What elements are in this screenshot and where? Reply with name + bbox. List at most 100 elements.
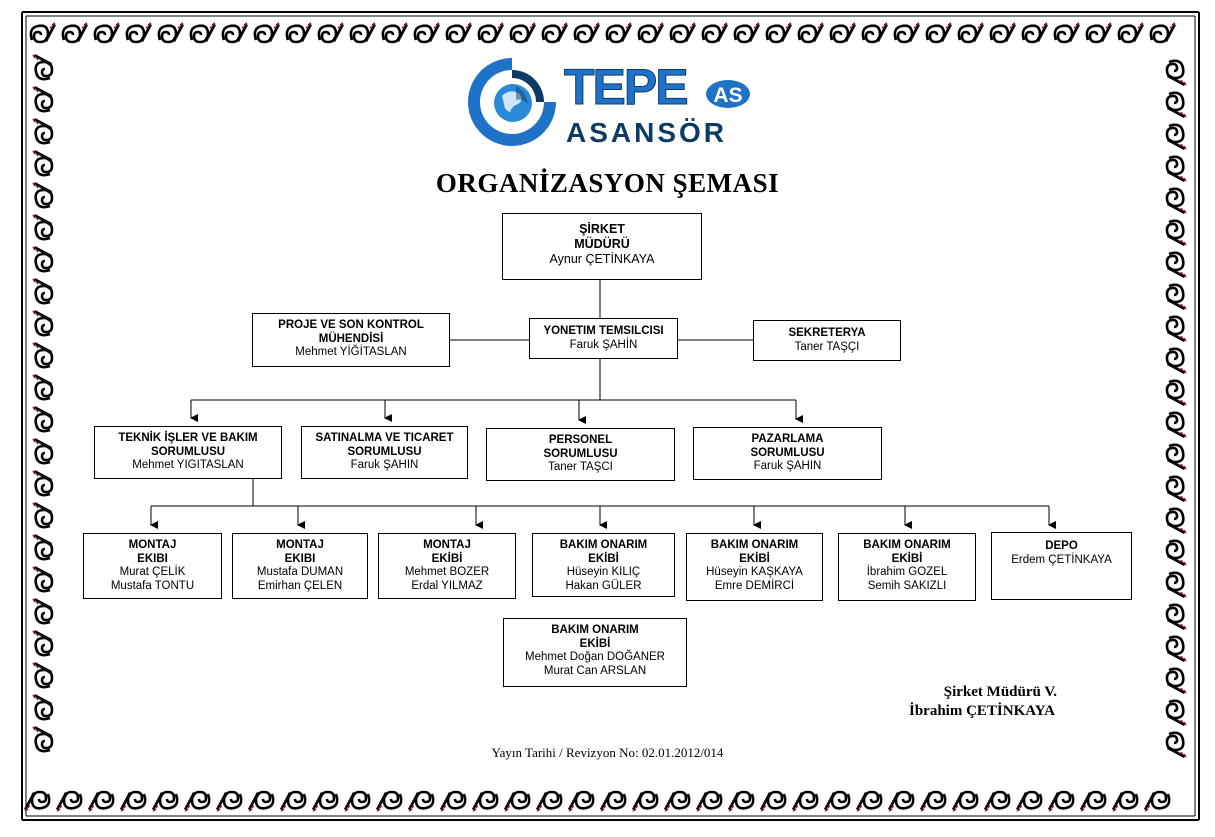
border-motif-icon <box>829 22 856 44</box>
border-motif-icon <box>32 182 54 209</box>
border-motif-icon <box>1165 91 1187 118</box>
node-person: Mehmet Doğan DOĞANER <box>525 651 665 663</box>
border-motif-icon <box>1165 251 1187 278</box>
border-motif-icon <box>1165 59 1187 86</box>
node-title: YONETIM TEMSILCISI <box>543 325 664 337</box>
node-company-manager: ŞİRKET MÜDÜRÜ Aynur ÇETİNKAYA <box>502 213 702 280</box>
border-motif-icon <box>1053 22 1080 44</box>
border-motif-icon <box>32 566 54 593</box>
border-motif-icon <box>1165 187 1187 214</box>
border-motif-icon <box>120 790 147 812</box>
border-motif-icon <box>1165 155 1187 182</box>
node-title: MONTAJ <box>276 539 324 551</box>
border-motif-icon <box>216 790 243 812</box>
border-motif-icon <box>189 22 216 44</box>
node-title: MÜHENDİSİ <box>318 332 384 345</box>
border-motif-icon <box>1048 790 1075 812</box>
node-person: Murat ÇELİK <box>119 566 186 578</box>
node-title: PERSONEL <box>548 434 613 446</box>
node-person: Faruk ŞAHIN <box>350 459 419 471</box>
node-management-rep: YONETIM TEMSILCISI Faruk ŞAHİN <box>529 318 678 359</box>
logo-brand: TEPE <box>564 59 687 115</box>
border-motif-icon <box>957 22 984 44</box>
node-title: EKIBI <box>137 552 168 565</box>
border-motif-icon <box>509 22 536 44</box>
border-motif-icon <box>1165 283 1187 310</box>
node-title: BAKIM ONARIM <box>551 624 639 636</box>
node-person: Faruk ŞAHİN <box>569 338 638 351</box>
border-motif-icon <box>760 790 787 812</box>
border-motif-icon <box>1165 571 1187 598</box>
publication-info: Yayın Tarihi / Revizyon No: 02.01.2012/0… <box>491 745 724 760</box>
node-title: SORUMLUSU <box>543 447 618 460</box>
border-motif-icon <box>1165 475 1187 502</box>
node-person: Hüseyin KAŞKAYA <box>706 566 803 578</box>
border-motif-icon <box>477 22 504 44</box>
border-motif-icon <box>32 150 54 177</box>
node-warehouse: DEPO Erdem ÇETİNKAYA <box>991 532 1132 600</box>
border-motif-icon <box>600 790 627 812</box>
border-motif-icon <box>32 406 54 433</box>
node-title: TEKNİK İŞLER VE BAKIM <box>118 432 258 444</box>
node-title: MÜDÜRÜ <box>574 237 630 251</box>
node-title: EKİBİ <box>579 637 611 650</box>
border-motif-icon <box>376 790 403 812</box>
border-motif-icon <box>1165 347 1187 374</box>
border-motif-icon <box>696 790 723 812</box>
border-motif-icon <box>728 790 755 812</box>
border-motif-icon <box>1165 219 1187 246</box>
node-person: Erdem ÇETİNKAYA <box>1011 553 1112 566</box>
node-purchasing: SATINALMA VE TICARET SORUMLUSU Faruk ŞAH… <box>301 426 468 479</box>
border-motif-icon <box>152 790 179 812</box>
border-motif-icon <box>1016 790 1043 812</box>
node-title: BAKIM ONARIM <box>710 539 799 551</box>
border-motif-icon <box>1165 315 1187 342</box>
border-motif-icon <box>32 630 54 657</box>
border-motif-icon <box>989 22 1016 44</box>
node-title: PAZARLAMA <box>751 433 824 445</box>
border-motif-icon <box>1165 539 1187 566</box>
node-person: İbrahim GOZEL <box>866 566 948 578</box>
node-title: EKİBİ <box>431 552 463 565</box>
node-person: Aynur ÇETİNKAYA <box>549 252 655 266</box>
border-motif-icon <box>32 310 54 337</box>
border-motif-icon <box>1165 411 1187 438</box>
border-motif-icon <box>824 790 851 812</box>
border-motif-icon <box>32 86 54 113</box>
border-motif-icon <box>184 790 211 812</box>
node-person: Mehmet BOZER <box>404 566 490 578</box>
signature-title: Şirket Müdürü V. <box>943 684 1057 700</box>
node-person: Emre DEMİRCİ <box>714 579 795 592</box>
border-motif-icon <box>605 22 632 44</box>
border-motif-icon <box>445 22 472 44</box>
node-maintenance-team-2: BAKIM ONARIM EKİBİ Hüseyin KAŞKAYA Emre … <box>686 533 823 601</box>
node-title: EKIBI <box>284 552 316 565</box>
border-motif-icon <box>280 790 307 812</box>
border-motif-icon <box>88 790 115 812</box>
border-motif-icon <box>733 22 760 44</box>
border-motif-icon <box>1085 22 1112 44</box>
node-title: SORUMLUSU <box>150 445 226 458</box>
border-motif-icon <box>1165 699 1187 726</box>
company-logo: TEPE AS ASANSÖR <box>468 58 750 148</box>
border-motif-icon <box>32 502 54 529</box>
border-motif-icon <box>248 790 275 812</box>
node-montaj-team-3: MONTAJ EKİBİ Mehmet BOZER Erdal YILMAZ <box>378 533 516 599</box>
node-person: Mehmet YIGITASLAN <box>132 459 244 471</box>
border-motif-icon <box>312 790 339 812</box>
border-motif-icon <box>32 342 54 369</box>
border-motif-icon <box>349 22 376 44</box>
border-motif-icon <box>1165 123 1187 150</box>
node-project-engineer: PROJE VE SON KONTROL MÜHENDİSİ Mehmet Yİ… <box>252 313 450 367</box>
node-secretary: SEKRETERYA Taner TAŞÇI <box>753 320 901 361</box>
globe-icon <box>468 58 556 146</box>
node-person: Mustafa DUMAN <box>256 566 344 578</box>
logo-badge: AS <box>713 84 742 107</box>
node-person: Mehmet YİĞİTASLAN <box>295 346 407 358</box>
border-motif-icon <box>984 790 1011 812</box>
border-motif-icon <box>32 534 54 561</box>
border-motif-icon <box>317 22 344 44</box>
node-marketing: PAZARLAMA SORUMLUSU Faruk ŞAHIN <box>693 427 882 480</box>
border-motif-icon <box>637 22 664 44</box>
